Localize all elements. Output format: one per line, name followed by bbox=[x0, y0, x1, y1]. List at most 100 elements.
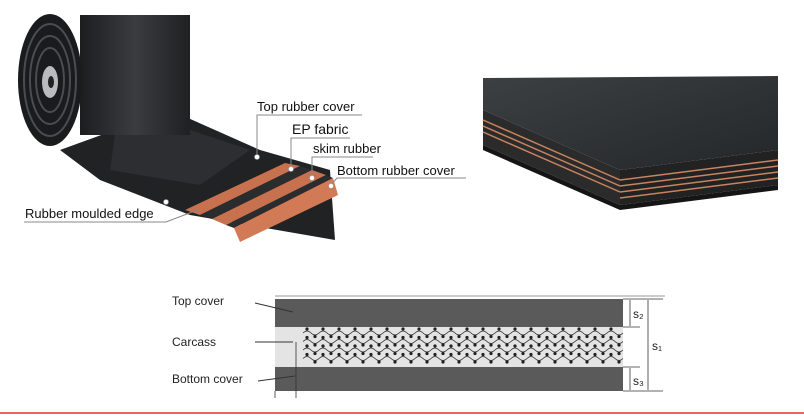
weave-cord bbox=[385, 327, 389, 331]
weave-cord bbox=[577, 344, 581, 348]
weave-cord bbox=[393, 343, 397, 347]
weave-cord bbox=[617, 343, 621, 347]
weave-cord bbox=[425, 334, 429, 339]
weave-cord bbox=[585, 351, 589, 356]
weave-cord bbox=[561, 352, 565, 357]
weave-cord bbox=[545, 344, 549, 348]
weave-cord bbox=[361, 351, 365, 356]
weave-cord bbox=[353, 335, 357, 340]
weave-cord bbox=[313, 343, 317, 347]
weave-cord bbox=[441, 343, 445, 347]
weave-cord bbox=[305, 344, 309, 348]
bottom-cover-layer bbox=[275, 367, 623, 391]
weave-cord bbox=[401, 344, 405, 348]
weave-cord bbox=[561, 335, 565, 340]
weave-cord bbox=[569, 343, 573, 347]
weave-cord bbox=[433, 352, 437, 357]
weave-cord bbox=[361, 343, 365, 347]
weave-cord bbox=[329, 351, 333, 356]
weave-cord bbox=[409, 343, 413, 347]
weave-cord bbox=[513, 327, 517, 331]
weave-cord bbox=[305, 352, 309, 357]
weave-cord bbox=[369, 344, 373, 348]
weave-cord bbox=[601, 334, 605, 339]
weave-cord bbox=[553, 334, 557, 339]
weave-cord bbox=[345, 360, 349, 364]
weave-cord bbox=[473, 334, 477, 339]
weave-cord bbox=[617, 351, 621, 356]
weave-cord bbox=[313, 360, 317, 364]
weave-cord bbox=[489, 334, 493, 339]
weave-cord bbox=[497, 352, 501, 357]
callout-lines bbox=[24, 114, 466, 223]
weave-cord bbox=[409, 334, 413, 339]
weave-cord bbox=[457, 343, 461, 347]
weave-cord bbox=[345, 343, 349, 347]
label-s3: s₃ bbox=[633, 374, 644, 388]
weave-cord bbox=[425, 360, 429, 364]
weave-cord bbox=[401, 327, 405, 331]
belt-roll-illustration: Top rubber cover EP fabric skim rubber B… bbox=[18, 14, 466, 242]
weave-cord bbox=[393, 334, 397, 339]
weave-cord bbox=[329, 360, 333, 364]
weave-cord bbox=[577, 327, 581, 331]
weave-cord bbox=[385, 344, 389, 348]
weave-cord bbox=[553, 360, 557, 364]
label-carcass: Carcass bbox=[172, 335, 216, 349]
weave-cord bbox=[321, 327, 325, 331]
roll-end-face bbox=[18, 14, 82, 146]
weave-thread bbox=[302, 339, 624, 344]
weave-cord bbox=[521, 334, 525, 339]
weave-cord bbox=[433, 335, 437, 340]
weave-cord bbox=[457, 334, 461, 339]
weave-cord bbox=[617, 360, 621, 364]
weave-cord bbox=[337, 344, 341, 348]
label-top-rubber-cover: Top rubber cover bbox=[257, 99, 355, 114]
weave-cord bbox=[537, 360, 541, 364]
weave-thread bbox=[302, 356, 624, 361]
weave-cord bbox=[481, 352, 485, 357]
weave-cord bbox=[337, 327, 341, 331]
weave-thread bbox=[302, 347, 624, 353]
weave-cord bbox=[441, 351, 445, 356]
weave-cord bbox=[585, 343, 589, 347]
weave-cord bbox=[401, 352, 405, 357]
weave-cord bbox=[481, 344, 485, 348]
weave-cord bbox=[377, 334, 381, 339]
weave-cord bbox=[569, 334, 573, 339]
weave-cord bbox=[313, 334, 317, 339]
weave-cord bbox=[481, 335, 485, 340]
weave-cord bbox=[513, 335, 517, 340]
weave-cord bbox=[537, 351, 541, 356]
weave-cord bbox=[353, 344, 357, 348]
weave-cord bbox=[521, 343, 525, 347]
weave-cord bbox=[393, 360, 397, 364]
weave-cord bbox=[305, 327, 309, 331]
weave-cord bbox=[417, 335, 421, 340]
weave-cord bbox=[505, 360, 509, 364]
weave-cord bbox=[337, 335, 341, 340]
weave-cord bbox=[377, 351, 381, 356]
weave-cord bbox=[585, 334, 589, 339]
weave-cord bbox=[321, 335, 325, 340]
weave-cord bbox=[353, 352, 357, 357]
weave-cord bbox=[473, 360, 477, 364]
weave-cord bbox=[569, 351, 573, 356]
weave-cord bbox=[361, 334, 365, 339]
weave-cord bbox=[473, 343, 477, 347]
label-skim-rubber: skim rubber bbox=[313, 141, 382, 156]
weave-cord bbox=[321, 352, 325, 357]
weave-cord bbox=[329, 334, 333, 339]
weave-cord bbox=[409, 351, 413, 356]
weave-cord bbox=[465, 344, 469, 348]
weave-cord bbox=[481, 327, 485, 331]
weave-cord bbox=[489, 343, 493, 347]
weave-cord bbox=[553, 343, 557, 347]
weave-cord bbox=[441, 360, 445, 364]
weave-cord bbox=[393, 351, 397, 356]
pointer-arrows bbox=[254, 302, 296, 382]
weave-cord bbox=[545, 327, 549, 331]
weave-cord bbox=[505, 351, 509, 356]
weave-cord bbox=[385, 352, 389, 357]
weave-cord bbox=[617, 334, 621, 339]
